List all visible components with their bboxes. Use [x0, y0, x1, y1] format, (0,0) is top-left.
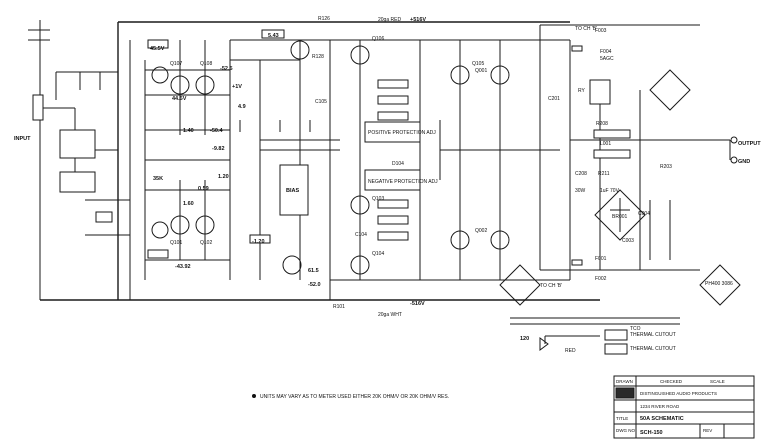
tco-ref: TCO: [630, 326, 641, 332]
title-block-drawn: DRAWN: [616, 379, 633, 384]
resistor-35k: 35K: [153, 176, 163, 182]
voltage-52-0: -52.0: [308, 282, 321, 288]
to-ch-b-top: TO CH 'B': [575, 26, 597, 32]
r211-ref: R211: [598, 171, 610, 177]
voltage-45: 45.5V: [150, 46, 165, 52]
output-stage: [330, 39, 570, 281]
voltage-1-20: -1.20: [252, 239, 265, 245]
br001-ref: BR001: [612, 214, 628, 220]
title-block-dwg-label: DWG NO: [616, 428, 635, 433]
rail-negative-label: -516V: [410, 301, 425, 307]
footnote-text: UNITS MAY VARY AS TO METER USED EITHER 2…: [260, 394, 449, 400]
q001-ref: Q001: [475, 68, 487, 74]
q102-ref: Q102: [200, 240, 212, 246]
q107-ref: Q107: [170, 61, 182, 67]
rail-negative-prefix: 20ga WHT: [378, 312, 402, 318]
c004-ref: C004: [638, 211, 650, 217]
power-supply: [499, 24, 741, 306]
q108-ref: Q108: [200, 61, 212, 67]
resistor-30w: 30W: [575, 188, 586, 194]
footnote-bullet: [252, 394, 256, 398]
title-block-scale: SCALE: [710, 379, 725, 384]
mains-red: RED: [565, 348, 576, 354]
l001-ref: L001: [600, 141, 611, 147]
f004-ref: F004: [600, 49, 612, 55]
title-block-address: 1234 RIVER ROAD: [640, 404, 680, 409]
output-terminals: [569, 40, 738, 280]
rail-positive-prefix: 20ga RED: [378, 17, 401, 23]
voltage-1-p: +1V: [232, 84, 242, 90]
voltage-50-4: -50.4: [210, 128, 223, 134]
input-label: INPUT: [14, 136, 31, 142]
title-block-company: DISTINGUISHED AUDIO PRODUCTS: [640, 391, 717, 396]
title-block-dwg-no: SCH-150: [640, 430, 663, 436]
q104-ref: Q104: [372, 251, 384, 257]
f002-ref: F002: [595, 276, 607, 282]
voltage-52-5: -52.5: [220, 66, 233, 72]
mains-label: 120: [520, 336, 529, 342]
voltage-4-9: 4.9: [238, 104, 246, 110]
c105-ref: C105: [315, 99, 327, 105]
bias-stage: [229, 29, 340, 300]
output-label: OUTPUT: [738, 141, 761, 147]
voltage-1-20b: 1.20: [218, 174, 229, 180]
bias-label: BIAS: [286, 188, 299, 194]
input-section: [28, 20, 146, 300]
f003-ref: F003: [595, 28, 607, 34]
voltage-0-59: 0.59: [198, 186, 209, 192]
capacitor-70v: 1uF 70V: [600, 188, 620, 194]
to-ch-b-bottom: TO CH 'B': [540, 283, 562, 289]
voltage-1-60: 1.60: [183, 201, 194, 207]
voltage-44-5: 44.5V: [172, 96, 187, 102]
q106-ref: Q106: [372, 36, 384, 42]
rail-positive-label: +516V: [410, 17, 426, 23]
fuse-rating: 5AGC: [600, 56, 614, 62]
title-block-title: 50A SCHEMATIC: [640, 416, 684, 422]
voltage-43-92: -43.92: [175, 264, 191, 270]
thermal-cutout-2: THERMAL CUTOUT: [630, 346, 676, 352]
d104-ref: D104: [392, 161, 404, 167]
r101-ref: R101: [333, 304, 345, 310]
input-stage: [145, 39, 230, 261]
c104-ref: C104: [355, 232, 367, 238]
r208-ref: R208: [596, 121, 608, 127]
q103-ref: Q103: [372, 196, 384, 202]
r126-ref: R126: [318, 16, 330, 22]
voltage-5-43: 5.43: [268, 33, 279, 39]
relay-ref: RY: [578, 88, 586, 94]
f001-ref: F001: [595, 256, 607, 262]
title-block-rev: REV: [703, 428, 712, 433]
q002-ref: Q002: [475, 228, 487, 234]
title-block-checked: CHECKED: [660, 379, 683, 384]
q105-ref: Q105: [472, 61, 484, 67]
flyback-ref: PH400 3086: [705, 281, 733, 287]
title-block-title-label: TITLE: [616, 416, 628, 421]
gnd-label: GND: [738, 159, 750, 165]
r128-ref: R128: [312, 54, 324, 60]
voltage-9-82: -9.82: [212, 146, 225, 152]
c003-ref: C003: [622, 238, 634, 244]
positive-protection-label: POSITIVE PROTECTION ADJ: [368, 130, 436, 136]
negative-protection-label: NEGATIVE PROTECTION ADJ: [368, 179, 438, 185]
thermal-cutout-1: THERMAL CUTOUT: [630, 332, 676, 338]
voltage-1-40: 1.40: [183, 128, 194, 134]
rail-positive: [117, 21, 570, 300]
c208-ref: C208: [575, 171, 587, 177]
c201-ref: C201: [548, 96, 560, 102]
q101-ref: Q101: [170, 240, 182, 246]
title-block: [613, 375, 755, 439]
voltage-61-5: 61.5: [308, 268, 319, 274]
r203-ref: R203: [660, 164, 672, 170]
mains-section: [510, 317, 680, 355]
